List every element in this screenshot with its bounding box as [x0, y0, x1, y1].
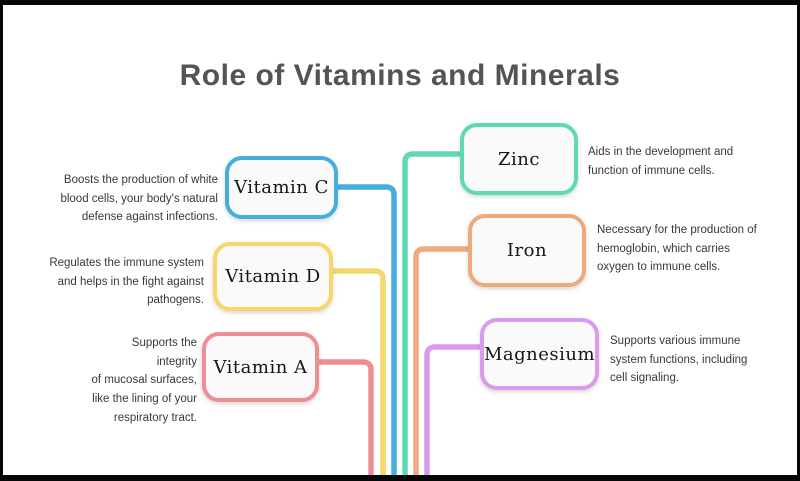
node-box-vitamin-d: Vitamin D: [213, 242, 333, 311]
node-box-zinc: Zinc: [460, 123, 578, 195]
connector-magnesium: [424, 344, 481, 476]
node-box-iron: Iron: [468, 214, 586, 287]
description-zinc: Aids in the development and function of …: [588, 146, 734, 177]
connector-vitamin-d: [332, 268, 386, 476]
node-box-vitamin-c: Vitamin C: [225, 156, 338, 219]
node-label-vitamin-a: Vitamin A: [213, 356, 308, 378]
node-label-magnesium: Magnesium: [483, 343, 596, 365]
page-title: Role of Vitamins and Minerals: [179, 59, 621, 92]
connector-iron: [413, 246, 469, 476]
connector-vitamin-a: [318, 359, 374, 476]
node-label-vitamin-d: Vitamin D: [225, 266, 321, 287]
node-label-iron: Iron: [506, 240, 548, 261]
description-vitamin-c: Boosts the production of white blood cel…: [60, 174, 218, 224]
node-box-vitamin-a: Vitamin A: [202, 332, 319, 402]
description-magnesium: Supports various immune system functions…: [610, 335, 748, 385]
description-vitamin-d: Regulates the immune system and helps in…: [49, 257, 204, 307]
node-box-magnesium: Magnesium: [480, 318, 599, 390]
connector-zinc: [402, 151, 461, 476]
description-vitamin-a: Supports the integrity of mucosal surfac…: [91, 337, 197, 424]
node-label-zinc: Zinc: [498, 148, 540, 170]
description-iron: Necessary for the production of hemoglob…: [597, 224, 757, 274]
node-label-vitamin-c: Vitamin C: [234, 177, 329, 198]
connector-vitamin-c: [337, 184, 397, 476]
